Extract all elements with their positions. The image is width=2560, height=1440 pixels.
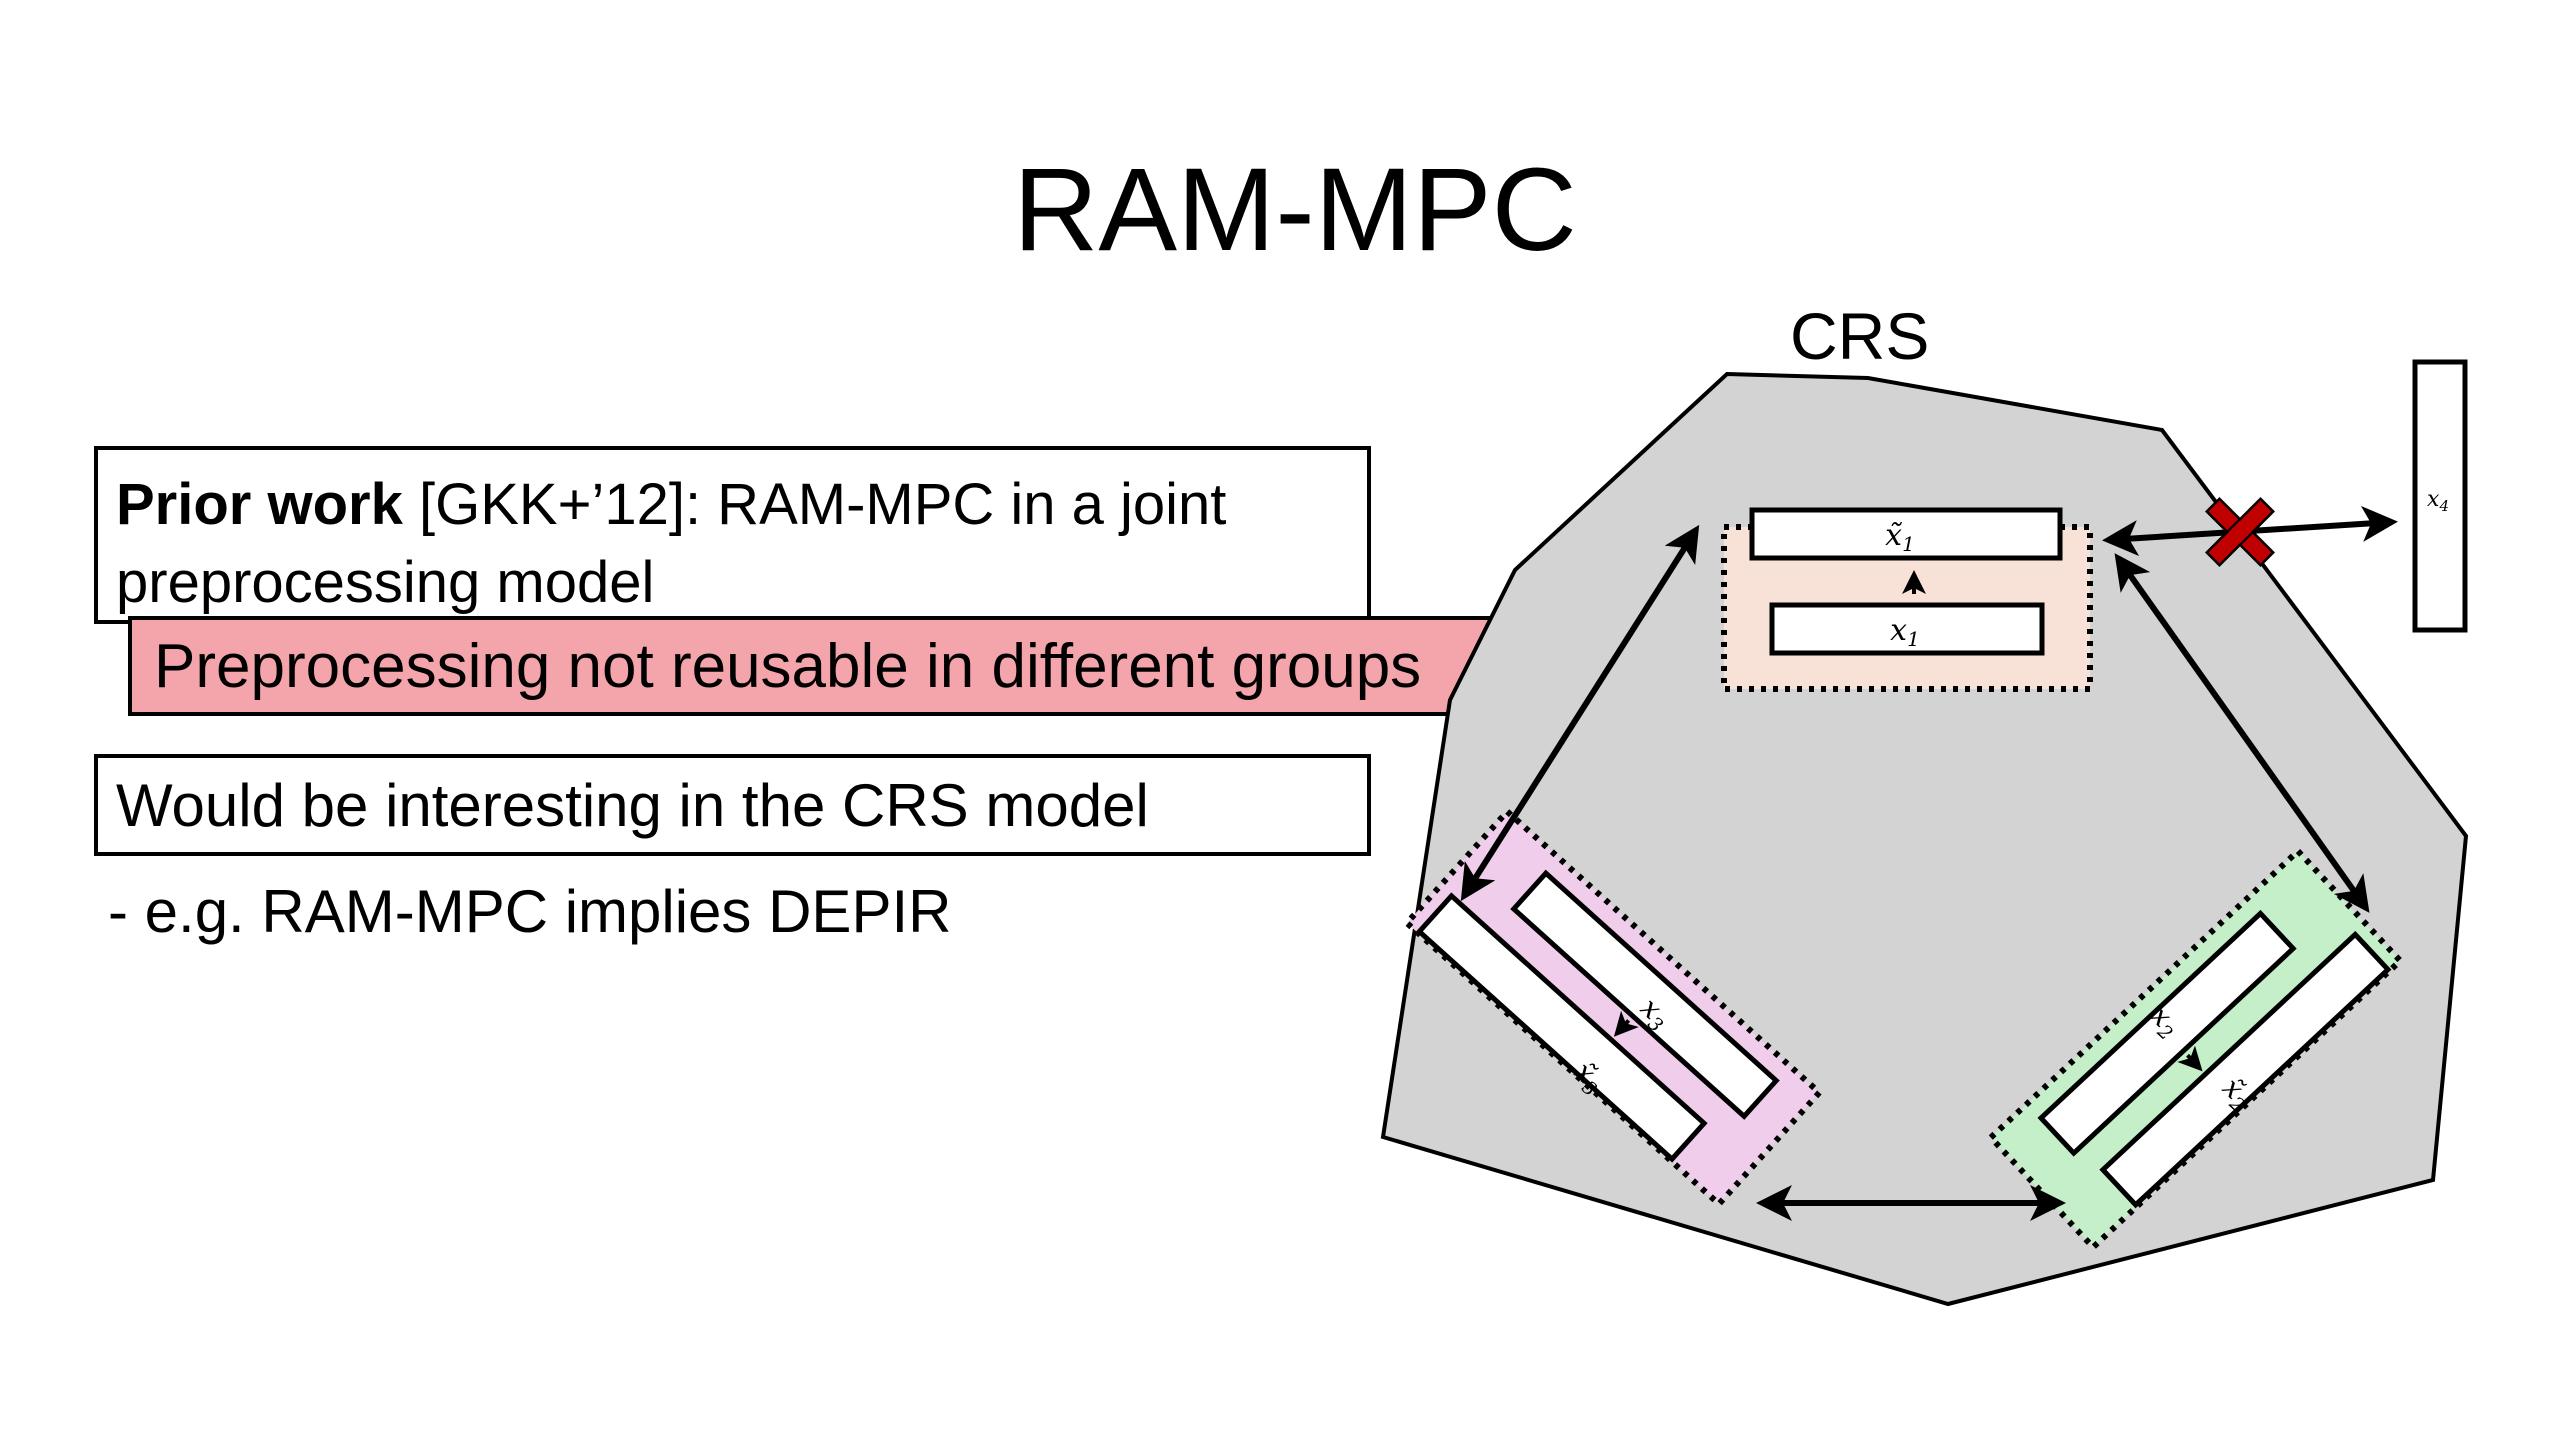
group-1-preprocessed-label: x̃1: [1885, 518, 1915, 556]
outside-party-x4-box: [2412, 359, 2468, 633]
group-2-preprocess-arrow: [2177, 1045, 2203, 1072]
blocked-cross-icon: [2204, 496, 2276, 568]
arrow-group1-group3: [1460, 524, 1700, 902]
group-3-preprocessed-box: [1415, 892, 1708, 1163]
depir-bullet: - e.g. RAM-MPC implies DEPIR: [108, 878, 952, 945]
crs-model-note-box: Would be interesting in the CRS model: [94, 754, 1371, 856]
group-1: x̃1 x1: [1721, 507, 2093, 692]
prior-work-text: [GKK+’12]: RAM-MPC in a joint preprocess…: [116, 472, 1227, 615]
group-3-preprocess-arrow: [1613, 1010, 1639, 1037]
group-2: [1986, 846, 2405, 1252]
group-1-input-box: [1769, 602, 2045, 656]
group-1-input-label: x1: [1890, 613, 1920, 651]
arrow-group1-group2: [2114, 553, 2370, 913]
limitation-highlight-box: Preprocessing not reusable in different …: [128, 616, 1516, 716]
crs-region-label: CRS: [1790, 299, 1930, 373]
group-1-preprocessed-box: [1749, 507, 2063, 561]
prior-work-label: Prior work: [116, 472, 403, 537]
outside-party-x4-label: x4: [2427, 487, 2449, 515]
prior-work-box: Prior work [GKK+’12]: RAM-MPC in a joint…: [94, 446, 1371, 624]
group-3: [1402, 807, 1824, 1209]
group-2-preprocessed-box: [2099, 930, 2392, 1209]
slide-title: RAM-MPC: [1013, 144, 1577, 276]
